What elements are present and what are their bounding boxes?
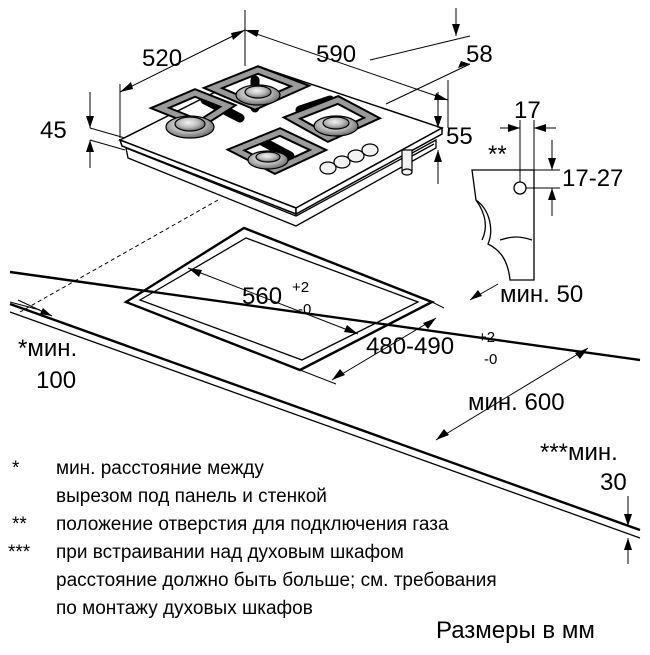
cutout-inner: [138, 237, 420, 361]
dim-520: 520: [142, 45, 182, 72]
dim-17: 17: [514, 97, 541, 124]
units-caption: Размеры в мм: [436, 617, 595, 644]
worktop-front-edge: [9, 302, 641, 532]
control-knobs: [319, 143, 379, 175]
knob-2: [333, 155, 351, 169]
note-3-line-1: при встраивании над духовым шкафом: [56, 542, 404, 563]
gas-hole-marker: [513, 181, 527, 195]
hob-drawing: [118, 65, 444, 227]
dimension-labels: 520 590 58 45 55 17 ** 17-27 560 +2 -0 4…: [18, 41, 627, 496]
knob-1: [319, 161, 337, 175]
note-1-line-2: вырезом под панель и стенкой: [56, 486, 327, 507]
knob-4: [361, 143, 379, 157]
note-3-marker: ***: [8, 542, 31, 563]
dim-min-600: мин. 600: [468, 389, 565, 416]
dim-min-30-prefix: ***мин.: [540, 439, 618, 466]
dim-min-100-value: 100: [36, 367, 76, 394]
note-1-line-1: мин. расстояние между: [56, 458, 264, 479]
dim-55: 55: [446, 123, 473, 150]
gas-hole-label: **: [488, 141, 507, 168]
footnotes: * мин. расстояние между вырезом под пане…: [8, 458, 595, 644]
note-2-line-1: положение отверстия для подключения газа: [56, 514, 449, 535]
dim-45: 45: [40, 117, 67, 144]
gas-connector: [401, 143, 435, 176]
hob-body: [125, 138, 437, 227]
note-3-line-3: по монтажу духовых шкафов: [56, 598, 313, 619]
dim-min-50: мин. 50: [500, 281, 583, 308]
dim-480-490-tol-plus: +2: [478, 329, 495, 346]
dim-560: 560: [242, 283, 282, 310]
dimension-lines: [9, 8, 632, 564]
note-3-line-2: расстояние должно быть больше; см. требо…: [56, 570, 497, 591]
dim-min-100-prefix: *мин.: [18, 335, 77, 362]
burners: [165, 84, 359, 170]
hob-glass-top: [118, 67, 444, 209]
dim-17-27: 17-27: [562, 165, 623, 192]
dim-560-tol-minus: -0: [298, 301, 311, 318]
note-2-marker: **: [12, 514, 27, 535]
dim-58: 58: [466, 41, 493, 68]
worktop-back-edge: [9, 270, 641, 362]
mounting-bracket: [471, 120, 560, 281]
knob-3: [347, 149, 365, 163]
dim-480-490: 480-490: [366, 333, 454, 360]
note-1-marker: *: [12, 458, 20, 479]
dim-560-tol-plus: +2: [292, 279, 309, 296]
dim-min-30-value: 30: [600, 469, 627, 496]
dim-590: 590: [316, 41, 356, 68]
dim-480-490-tol-minus: -0: [484, 351, 497, 368]
projection-line: [19, 199, 219, 313]
